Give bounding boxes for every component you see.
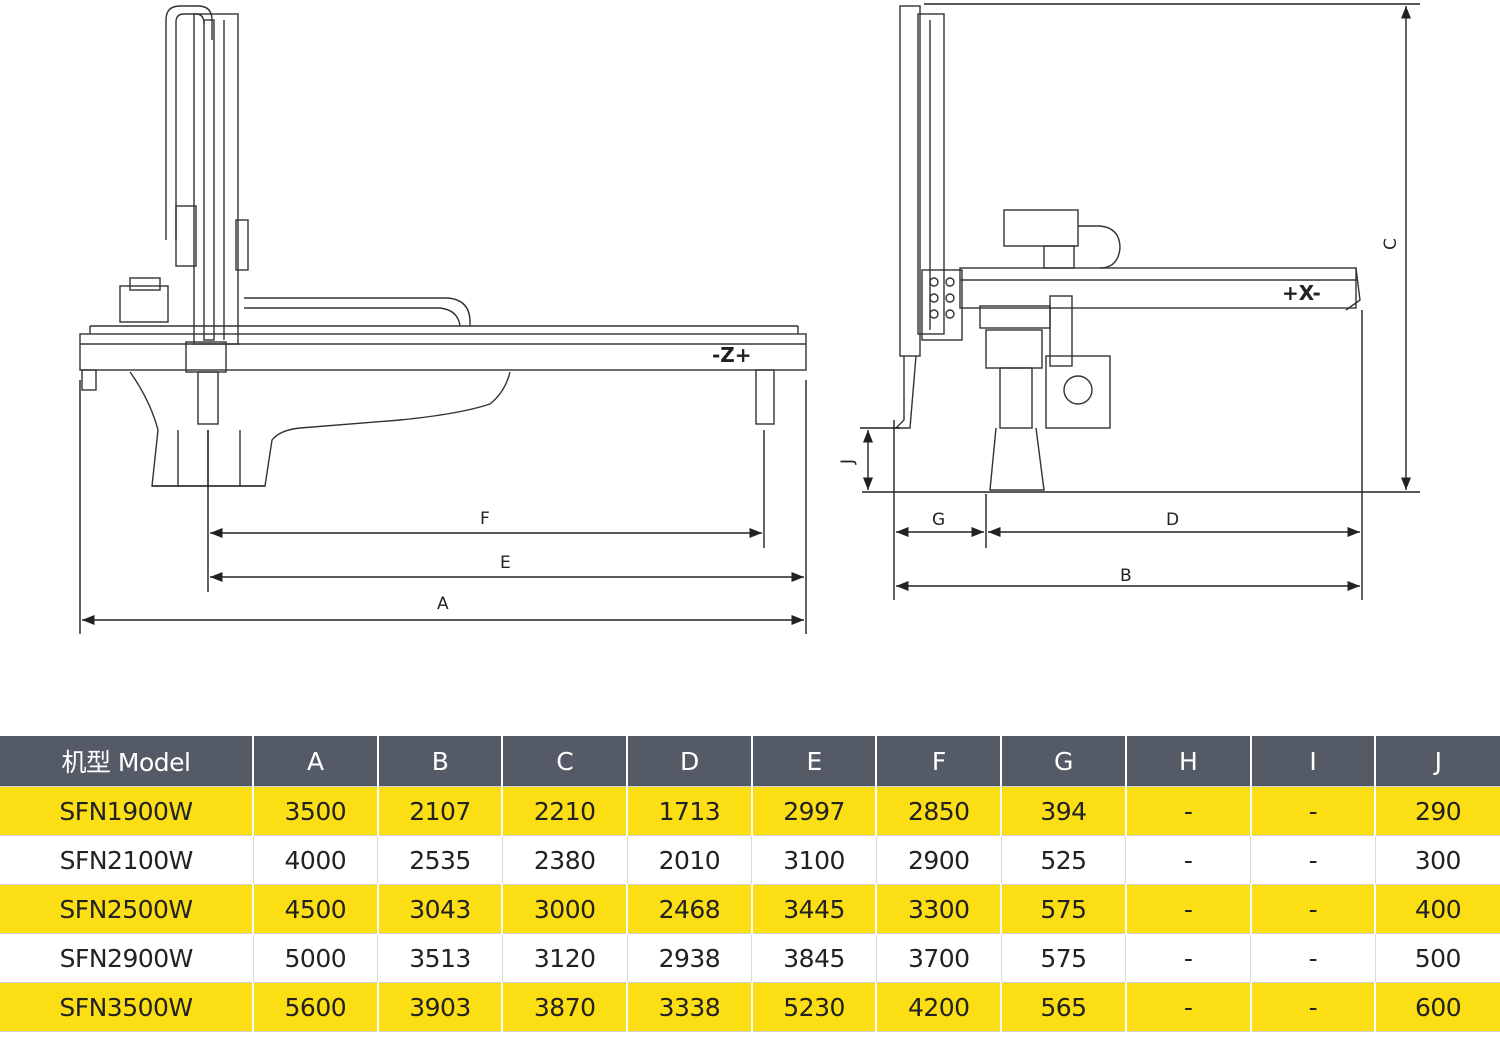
dimension-cell: 400: [1375, 884, 1500, 934]
dimension-a-label: A: [437, 594, 449, 614]
header-model: 机型 Model: [0, 736, 254, 787]
dimension-cell: 600: [1375, 982, 1500, 1032]
dimension-cell: 3000: [502, 884, 629, 934]
dimension-cell: -: [1250, 933, 1376, 983]
dimension-cell: 575: [1001, 884, 1127, 934]
dimension-cell: -: [1125, 933, 1251, 983]
dimension-cell: 5230: [751, 982, 878, 1032]
dimension-e-label: E: [500, 553, 511, 573]
dimension-f-label: F: [480, 509, 490, 529]
dimension-cell: 3100: [751, 835, 877, 885]
dimension-cell: 4200: [876, 982, 1003, 1032]
dimension-cell: 2997: [751, 786, 878, 836]
model-cell: SFN1900W: [0, 786, 254, 836]
header-f: F: [876, 736, 1003, 787]
header-j: J: [1375, 736, 1500, 787]
dimension-cell: 5000: [253, 933, 379, 983]
dimension-cell: 1713: [627, 786, 753, 836]
dimension-cell: -: [1250, 835, 1376, 885]
header-e: E: [751, 736, 878, 787]
dimension-cell: 525: [1001, 835, 1127, 885]
side-axis-label: -Z+: [712, 343, 752, 367]
dimension-cell: 3445: [751, 884, 878, 934]
dimension-cell: 3300: [876, 884, 1003, 934]
header-a: A: [253, 736, 379, 787]
dimension-cell: 3338: [627, 982, 753, 1032]
model-cell: SFN2900W: [0, 933, 254, 983]
dimension-d-label: D: [1166, 510, 1179, 530]
dimension-cell: 2900: [876, 835, 1002, 885]
header-i: I: [1250, 736, 1377, 787]
dimension-j-label: J: [838, 459, 858, 465]
dimension-cell: 2010: [627, 835, 753, 885]
dimension-cell: -: [1125, 786, 1252, 836]
header-d: D: [627, 736, 753, 787]
dimension-cell: 2210: [502, 786, 629, 836]
dimension-c-label: C: [1381, 238, 1401, 250]
dimension-cell: 3500: [253, 786, 379, 836]
dimension-cell: 3700: [876, 933, 1002, 983]
header-b: B: [377, 736, 504, 787]
dimension-cell: 2380: [502, 835, 628, 885]
dimension-cell: 5600: [253, 982, 379, 1032]
dimension-cell: -: [1125, 884, 1252, 934]
dimension-g-label: G: [932, 510, 945, 530]
dimension-cell: 500: [1375, 933, 1500, 983]
dimension-cell: 3043: [377, 884, 504, 934]
dimension-cell: 290: [1375, 786, 1500, 836]
dimension-cell: -: [1250, 786, 1377, 836]
front-axis-label: +X-: [1282, 281, 1321, 305]
dimension-cell: 3845: [751, 933, 877, 983]
dimension-cell: 394: [1001, 786, 1127, 836]
dimension-cell: -: [1125, 835, 1251, 885]
dimension-cell: 565: [1001, 982, 1127, 1032]
table-header-row: 机型 Model A B C D E F G H I J: [0, 736, 1500, 787]
dimension-cell: 575: [1001, 933, 1127, 983]
dimension-cell: -: [1250, 982, 1377, 1032]
model-cell: SFN2500W: [0, 884, 254, 934]
technical-drawing: -Z+ F E A: [79, 3, 1420, 634]
dimension-b-label: B: [1120, 566, 1132, 586]
dimension-cell: 2107: [377, 786, 504, 836]
dimension-cell: 4500: [253, 884, 379, 934]
model-cell: SFN3500W: [0, 982, 254, 1032]
dimension-cell: 2938: [627, 933, 753, 983]
dimension-cell: 3513: [377, 933, 503, 983]
model-cell: SFN2100W: [0, 835, 254, 885]
dimension-cell: 2850: [876, 786, 1003, 836]
dimension-cell: 3903: [377, 982, 504, 1032]
dimension-cell: -: [1125, 982, 1252, 1032]
dimension-cell: 300: [1375, 835, 1500, 885]
side-dimension-lines: [79, 380, 807, 634]
dimension-cell: 2468: [627, 884, 753, 934]
front-view-drawing: [894, 5, 1361, 491]
dimension-cell: -: [1250, 884, 1377, 934]
dimension-cell: 3870: [502, 982, 629, 1032]
header-h: H: [1125, 736, 1252, 787]
dimension-cell: 4000: [253, 835, 379, 885]
front-dimension-lines: [860, 3, 1420, 600]
side-view-drawing: [79, 5, 807, 487]
dimension-cell: 3120: [502, 933, 628, 983]
header-g: G: [1001, 736, 1127, 787]
header-c: C: [502, 736, 629, 787]
dimension-cell: 2535: [377, 835, 503, 885]
